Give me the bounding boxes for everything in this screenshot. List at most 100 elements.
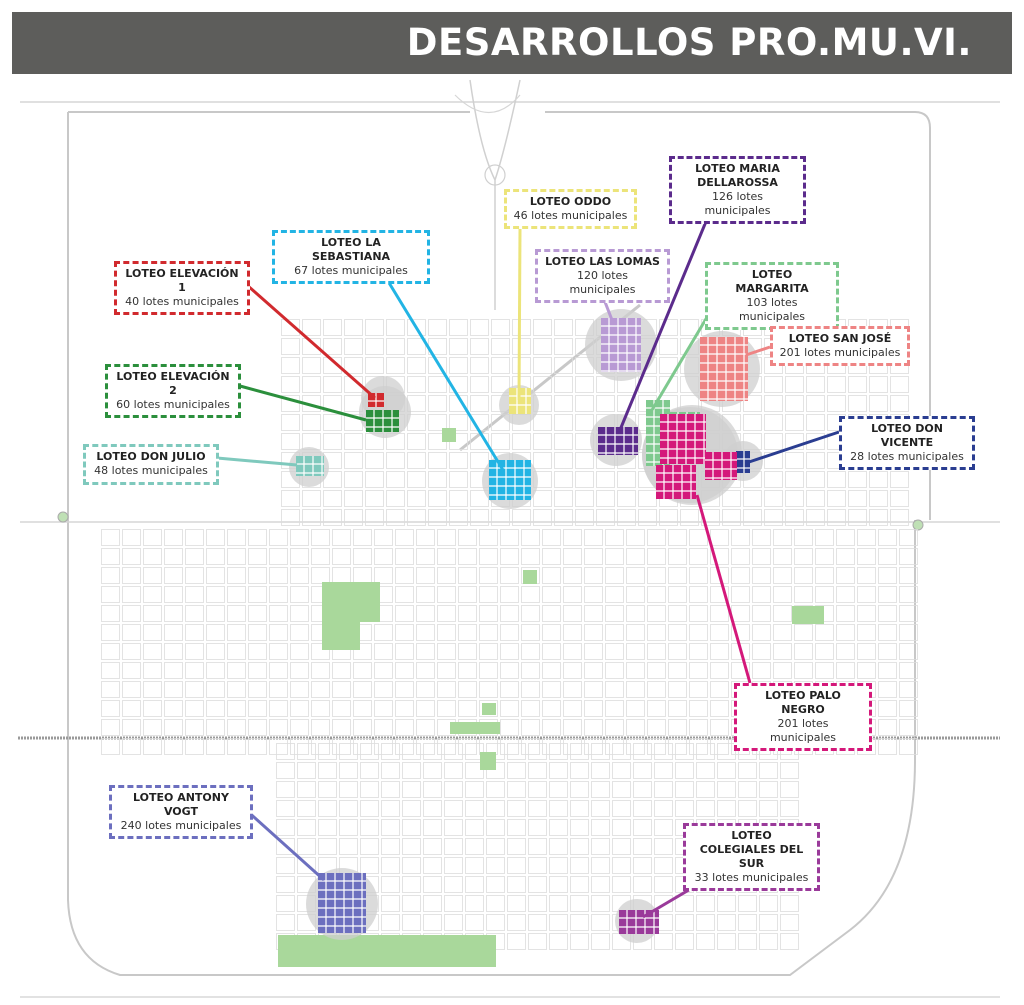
city-block — [101, 624, 120, 641]
city-block — [381, 781, 400, 798]
city-block — [647, 605, 666, 622]
city-block — [479, 681, 498, 698]
city-block — [507, 914, 526, 931]
city-block — [470, 376, 489, 393]
city-block — [743, 509, 762, 526]
label-name: LOTEO LAS LOMAS — [545, 255, 660, 268]
city-block — [458, 624, 477, 641]
city-block — [374, 624, 393, 641]
city-block — [710, 529, 729, 546]
city-block — [122, 662, 141, 679]
city-block — [449, 509, 468, 526]
city-block — [794, 662, 813, 679]
city-block — [626, 548, 645, 565]
city-block — [269, 548, 288, 565]
city-block — [773, 567, 792, 584]
city-block — [185, 681, 204, 698]
city-block — [780, 781, 799, 798]
city-block — [227, 624, 246, 641]
city-block — [395, 738, 414, 755]
city-block — [185, 624, 204, 641]
city-block — [542, 586, 561, 603]
city-block — [584, 700, 603, 717]
city-block — [759, 781, 778, 798]
city-block — [458, 529, 477, 546]
city-block — [647, 529, 666, 546]
city-block — [386, 509, 405, 526]
city-block — [185, 567, 204, 584]
city-block — [612, 781, 631, 798]
city-block — [659, 338, 678, 355]
city-block — [101, 681, 120, 698]
label-name: LOTEO SAN JOSÉ — [788, 332, 892, 345]
city-block — [444, 743, 463, 760]
city-block — [659, 319, 678, 336]
city-block — [302, 490, 321, 507]
city-block — [437, 738, 456, 755]
city-block — [318, 838, 337, 855]
city-block — [374, 700, 393, 717]
city-block — [248, 643, 267, 660]
city-block — [281, 376, 300, 393]
city-block — [428, 414, 447, 431]
city-block — [633, 819, 652, 836]
city-block — [575, 376, 594, 393]
label-count: 60 lotes municipales — [116, 398, 230, 411]
city-block — [185, 643, 204, 660]
interchange — [454, 94, 521, 114]
city-block — [554, 471, 573, 488]
city-block — [668, 681, 687, 698]
city-block — [269, 738, 288, 755]
city-block — [890, 471, 909, 488]
city-block — [638, 490, 657, 507]
city-block — [878, 624, 897, 641]
city-block — [507, 819, 526, 836]
lots-las-lomas — [601, 318, 641, 372]
city-block — [407, 509, 426, 526]
city-block — [899, 738, 918, 755]
city-block — [717, 762, 736, 779]
label-count: 33 lotes municipales — [694, 871, 809, 884]
city-block — [360, 781, 379, 798]
city-block — [395, 624, 414, 641]
city-block — [491, 509, 510, 526]
city-block — [500, 567, 519, 584]
city-block — [423, 762, 442, 779]
city-block — [827, 509, 846, 526]
lots-antony-vogt — [318, 873, 366, 933]
city-block — [675, 743, 694, 760]
city-block — [731, 548, 750, 565]
city-block — [848, 395, 867, 412]
city-block — [269, 567, 288, 584]
city-block — [486, 781, 505, 798]
city-block — [449, 471, 468, 488]
city-block — [423, 895, 442, 912]
city-block — [890, 395, 909, 412]
city-block — [227, 719, 246, 736]
ring-road — [67, 111, 931, 976]
city-block — [668, 567, 687, 584]
city-block — [101, 738, 120, 755]
city-block — [710, 738, 729, 755]
city-block — [689, 586, 708, 603]
city-block — [696, 800, 715, 817]
lots-palo-negro — [705, 452, 737, 480]
title-bar: DESARROLLOS PRO.MU.VI. — [12, 12, 1012, 74]
city-block — [512, 433, 531, 450]
leader-elevacion-2 — [239, 384, 367, 422]
city-block — [470, 395, 489, 412]
city-block — [591, 933, 610, 950]
city-block — [458, 643, 477, 660]
leader-antony-vogt — [243, 807, 326, 882]
city-block — [122, 624, 141, 641]
city-block — [290, 624, 309, 641]
city-block — [575, 490, 594, 507]
city-block — [143, 567, 162, 584]
city-block — [339, 819, 358, 836]
city-block — [164, 643, 183, 660]
city-block — [605, 681, 624, 698]
city-block — [402, 819, 421, 836]
city-block — [731, 605, 750, 622]
